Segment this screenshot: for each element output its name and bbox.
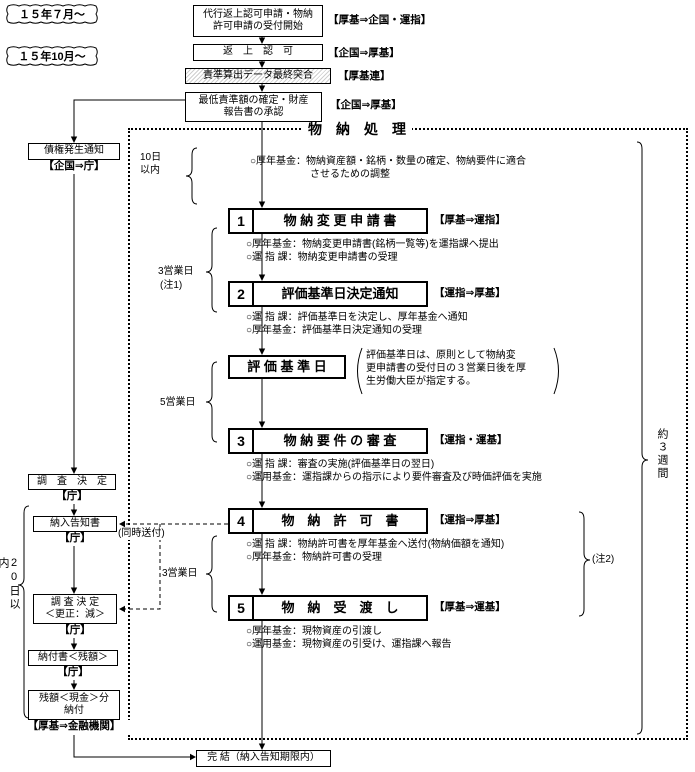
- box-payment-slip-balance: 納付書＜残額＞: [28, 650, 118, 666]
- wavy-border-oct: [6, 46, 98, 66]
- step-3-route-tag: 【運指・運基】: [434, 434, 508, 448]
- duration-5-business-days: 5営業日: [160, 397, 196, 408]
- step-5-number: 5: [230, 597, 254, 619]
- step-5-box: 5 物 納 受 渡 し: [228, 595, 428, 621]
- step-4-route-tag: 【運指⇒厚基】: [434, 514, 506, 528]
- brace-20days: [17, 505, 30, 719]
- brace-10days: [185, 147, 198, 205]
- step-2-route-tag: 【運指⇒厚基】: [434, 287, 506, 301]
- step-2-title: 評価基準日決定通知: [281, 285, 399, 301]
- step-1-title: 物 納 変 更 申 請 書: [283, 212, 397, 228]
- step-3-title: 物 納 要 件 の 審 査: [283, 432, 397, 448]
- step-5-route-tag: 【厚基⇒運基】: [434, 601, 506, 615]
- step-4-notes: ○運 指 課：物納許可書を厚年基金へ送付(物納価額を通知) ○厚年基金：物納許可…: [246, 539, 505, 563]
- tag-return-approval-route: 【企国⇒厚基】: [328, 47, 400, 61]
- duration-3-business-days-a: 3営業日: [158, 266, 194, 277]
- brace-5bizdays: [205, 361, 218, 443]
- step-3-notes: ○運 指 課：審査の実施(評価基準日の翌日) ○運用基金：運指課からの指示により…: [246, 459, 542, 483]
- step-1-notes: ○厚年基金：物納変更申請書(銘柄一覧等)を運指課へ提出 ○運 指 課：物納変更申…: [246, 239, 499, 263]
- brace-3bizdays-b: [205, 535, 218, 613]
- step-2-number: 2: [230, 283, 254, 305]
- wavy-date-borders: [6, 4, 98, 66]
- step-4-title: 物 納 許 可 書: [281, 512, 399, 528]
- process-title: 物 納 処 理: [302, 120, 412, 139]
- tag-accept-route: 【厚基⇒企国・運指】: [328, 14, 432, 28]
- box-final-data-matching: 責準算出データ最終突合: [185, 68, 331, 84]
- tag-cash-balance-payment-route: 【厚基⇒金融機関】: [8, 720, 140, 734]
- note-paren-right: [553, 347, 559, 395]
- tag-final-data-matching-route: 【厚基連】: [338, 70, 391, 84]
- duration-20-days: 20日以内: [0, 557, 20, 611]
- date-label-jul: １５年７月～: [19, 9, 85, 21]
- arrowheads: [70, 37, 266, 761]
- footnote-1-label: (注1): [160, 280, 183, 291]
- step-1-route-tag: 【厚基⇒運指】: [434, 214, 506, 228]
- box-cash-balance-payment: 残額＜現金＞分 納付: [28, 690, 120, 720]
- tag-minimum-reserve-route: 【企国⇒厚基】: [330, 99, 402, 113]
- brace-3bizdays-a: [205, 227, 218, 313]
- step-1-box: 1 物 納 変 更 申 請 書: [228, 208, 428, 234]
- tag-investigation-decision: 【庁】: [28, 490, 116, 504]
- step-4-number: 4: [230, 510, 254, 532]
- duration-braces: [17, 141, 649, 735]
- step-3-number: 3: [230, 430, 254, 452]
- simultaneous-send-label: (同時送付): [118, 527, 165, 540]
- box-investigation-decision-correction: 調 査 決 定 ＜更正：減＞: [33, 594, 117, 624]
- valuation-base-date-note: 評価基準日は、原則として物納変 更申請書の受付日の３営業日後を厚 生労働大臣が指…: [366, 350, 526, 387]
- note-parens: [357, 347, 559, 395]
- wavy-border-jul: [6, 4, 98, 24]
- box-investigation-decision: 調 査 決 定: [28, 474, 116, 490]
- step-5-notes: ○厚年基金：現物資産の引渡し ○運用基金：現物資産の引受け、運指課へ報告: [246, 626, 452, 650]
- duration-10-days: 10日 以内: [140, 152, 162, 176]
- footnote-2-label: (注2): [592, 554, 615, 565]
- tag-investigation-decision-correction: 【庁】: [33, 624, 117, 638]
- box-accept-application: 代行返上認可申請・物納 許可申請の受付開始: [193, 5, 323, 37]
- tag-payment-slip-balance: 【庁】: [28, 666, 118, 680]
- tag-payment-notice: 【庁】: [33, 532, 117, 546]
- step-3-box: 3 物 納 要 件 の 審 査: [228, 428, 428, 454]
- note-paren-left: [357, 347, 363, 395]
- date-label-oct: １５年10月～: [18, 51, 86, 63]
- box-minimum-reserve-confirmation: 最低責準額の確定・財産 報告書の承認: [185, 92, 322, 122]
- step-4-box: 4 物 納 許 可 書: [228, 508, 428, 534]
- flow-lines: [73, 37, 263, 758]
- box-payment-notice: 納入告知書: [33, 516, 117, 532]
- brace-note2: [578, 511, 591, 617]
- box-completion: 完 結（納入告知期限内）: [196, 750, 331, 767]
- brace-3weeks: [636, 141, 649, 735]
- step-5-title: 物 納 受 渡 し: [281, 599, 399, 615]
- valuation-base-date-box: 評 価 基 準 日: [228, 355, 346, 379]
- tag-claim-notice-route: 【企国⇒庁】: [22, 160, 126, 174]
- step-2-notes: ○運 指 課：評価基準日を決定し、厚年基金へ通知 ○厚年基金：評価基準日決定通知…: [246, 312, 468, 336]
- duration-3-business-days-b: 3営業日: [162, 568, 198, 579]
- dashed-connectors: [125, 523, 228, 610]
- step-2-box: 2 評価基準日決定通知: [228, 281, 428, 307]
- process-intro-note: ○厚年基金：物納資産額・銘柄・数量の確定、物納要件に適合 させるための調整: [250, 156, 527, 180]
- box-return-approval: 返 上 認 可: [193, 44, 323, 61]
- box-claim-notice: 債権発生通知: [28, 143, 120, 160]
- step-1-number: 1: [230, 210, 254, 232]
- duration-about-3-weeks: 約３週間: [656, 428, 668, 480]
